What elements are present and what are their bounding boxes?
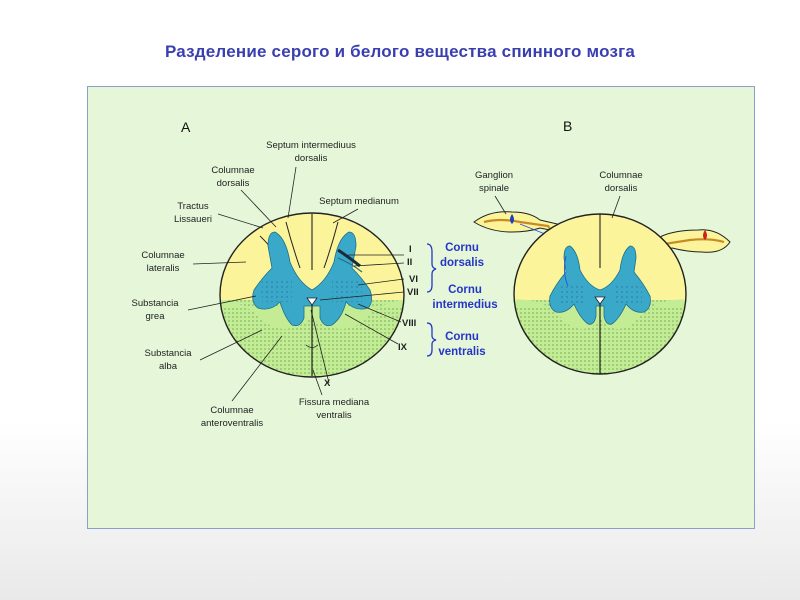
lamina-label: VIII [402,318,416,329]
slide-title: Разделение серого и белого вещества спин… [164,42,636,61]
figure-a-letter: A [181,119,191,135]
lamina-label: II [407,257,412,268]
cornu-braces [426,243,437,357]
figure-a-leader-lines [187,166,405,402]
label-septum-intermedius-2: dorsalis [295,153,328,164]
lamina-label: X [324,378,331,389]
label-tractus: Tractus [177,201,209,212]
label-cornu-dorsalis: Cornu [445,242,479,254]
label-columnae-dorsalis-a: Columnae [211,165,254,176]
label-columnae-lateralis: Columnae [141,250,184,261]
figure-b-leader-lines [494,195,621,219]
label-columnae-dorsalis-a-2: dorsalis [217,178,250,189]
label-cornu-ventralis: Cornu [445,331,479,343]
label-substancia-alba: Substancia [144,348,192,359]
label-ganglion-spinale: Ganglion [475,170,513,181]
lamina-label: IX [398,342,408,353]
label-cornu-intermedius-2: intermedius [432,299,497,311]
label-septum-intermedius: Septum intermediuus [266,140,356,151]
label-substancia-grea: Substancia [131,298,179,309]
label-cornu-dorsalis-2: dorsalis [440,257,484,269]
label-tractus-2: Lissaueri [174,214,212,225]
lamina-label: VI [409,274,418,285]
lamina-label: I [409,244,412,255]
label-columnae-anteroventralis-2: anteroventralis [201,418,264,429]
label-columnae-lateralis-2: lateralis [147,263,180,274]
lamina-label: VII [407,287,419,298]
label-ganglion-spinale-2: spinale [479,183,509,194]
label-cornu-ventralis-2: ventralis [438,346,485,358]
label-fissura-mediana-2: ventralis [316,410,352,421]
label-substancia-grea-2: grea [145,311,165,322]
label-substancia-alba-2: alba [159,361,178,372]
label-columnae-anteroventralis: Columnae [210,405,253,416]
label-columnae-dorsalis-b: Columnae [599,170,642,181]
label-cornu-intermedius: Cornu [448,284,482,296]
label-fissura-mediana: Fissura mediana [299,397,370,408]
figure-a-cord [219,212,405,378]
figure-b-letter: B [563,118,572,134]
label-columnae-dorsalis-b-2: dorsalis [605,183,638,194]
grey-matter-a [252,231,372,327]
label-septum-medianum: Septum medianum [319,196,399,207]
